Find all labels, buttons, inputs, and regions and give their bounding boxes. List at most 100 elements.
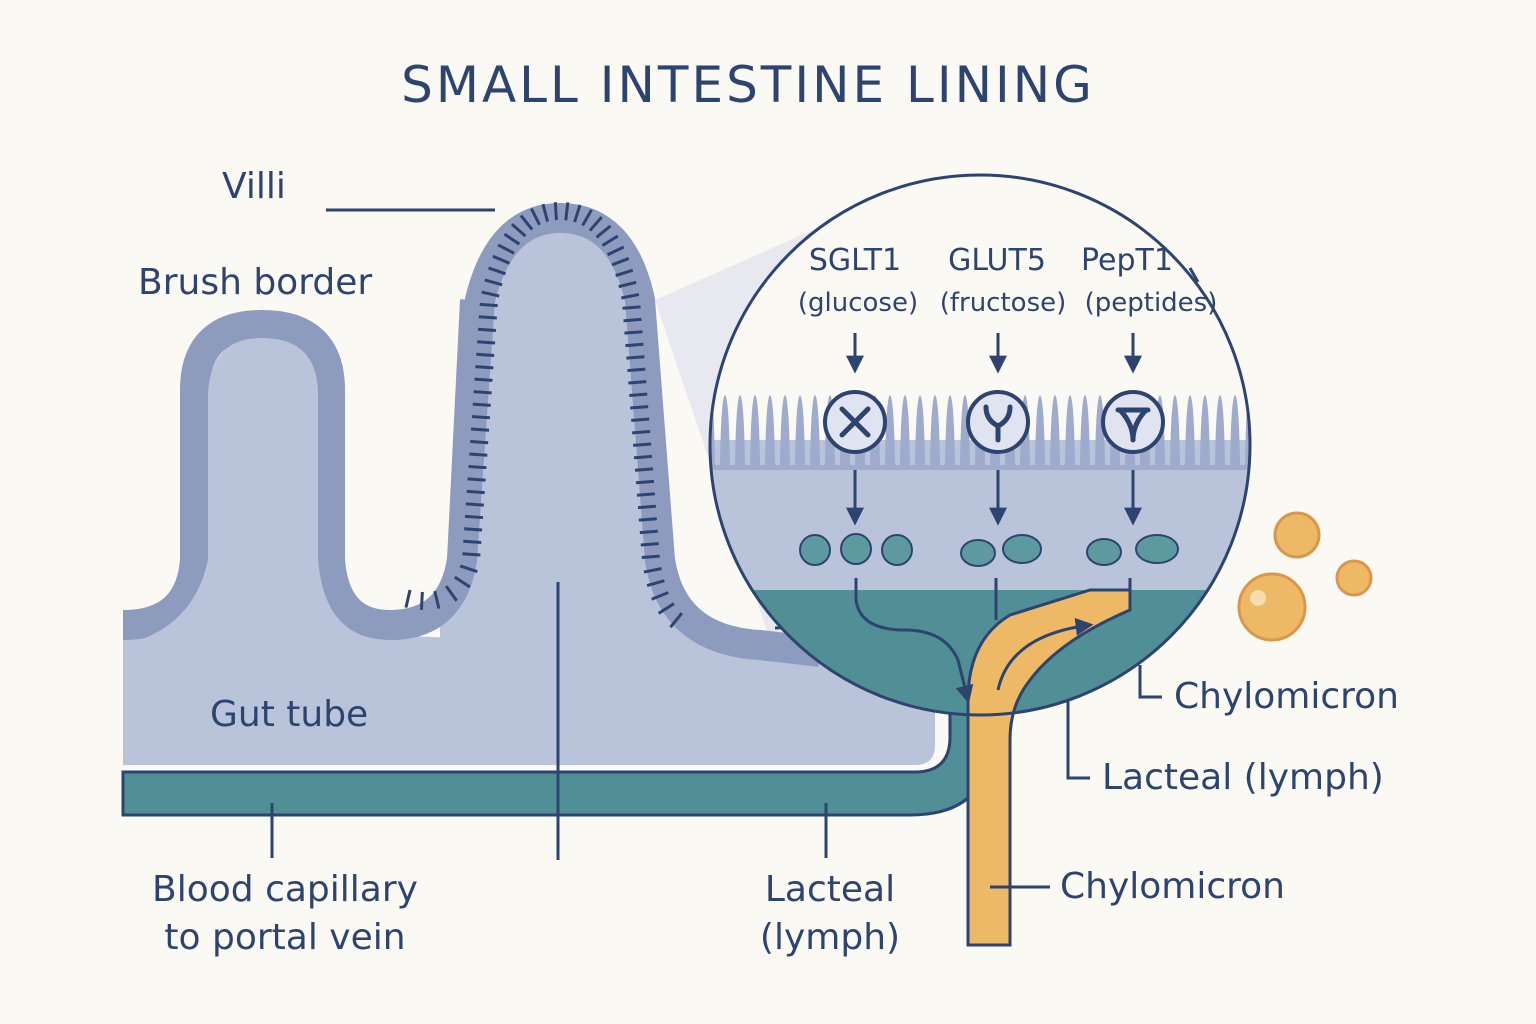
bristle bbox=[468, 464, 487, 470]
page-title: SMALL INTESTINE LINING bbox=[401, 56, 1095, 114]
bristle bbox=[657, 602, 675, 615]
bristle bbox=[564, 202, 570, 221]
transporter-glut5-substrate: (fructose) bbox=[939, 288, 1067, 318]
bristle bbox=[464, 527, 483, 532]
bristle bbox=[640, 542, 659, 547]
bristle bbox=[633, 442, 652, 447]
bristle bbox=[453, 575, 471, 589]
bristle bbox=[541, 203, 550, 222]
bristle bbox=[641, 554, 660, 560]
bristle bbox=[635, 479, 655, 485]
brush-border-bristles bbox=[404, 202, 684, 629]
bristle bbox=[595, 224, 612, 239]
bristle bbox=[404, 589, 412, 608]
transporter-sglt1-symbol bbox=[823, 390, 887, 454]
nutrient-particles bbox=[799, 533, 1179, 567]
bristle bbox=[471, 415, 490, 420]
bristle bbox=[462, 552, 481, 557]
bristle bbox=[478, 315, 497, 320]
label-lacteal-right: Lacteal (lymph) bbox=[1102, 757, 1384, 798]
bristle bbox=[419, 591, 424, 610]
bristle bbox=[463, 539, 482, 545]
transporter-glut5-symbol bbox=[966, 390, 1030, 454]
bristle bbox=[581, 209, 593, 227]
bristle bbox=[634, 467, 654, 472]
bristle bbox=[630, 405, 649, 410]
label-gut-tube: Gut tube bbox=[210, 694, 369, 735]
label-lacteal-bottom: Lacteal (lymph) bbox=[740, 866, 920, 962]
transporter-glut5-name: GLUT5 bbox=[948, 243, 1046, 278]
label-lacteal-bottom-line2: (lymph) bbox=[759, 917, 901, 958]
bristle bbox=[627, 367, 646, 373]
bristle bbox=[646, 579, 665, 587]
bristle bbox=[633, 454, 653, 460]
label-blood-capillary-line2: to portal vein bbox=[164, 917, 406, 958]
bristle bbox=[624, 330, 643, 335]
bristle bbox=[632, 430, 651, 435]
bristle bbox=[636, 492, 656, 497]
bristle bbox=[628, 380, 647, 385]
bristle bbox=[631, 417, 650, 422]
small-villus-core bbox=[140, 338, 400, 700]
label-villi: Villi bbox=[222, 166, 286, 207]
bristle bbox=[484, 278, 503, 287]
bristle bbox=[626, 355, 645, 360]
bristle bbox=[465, 502, 484, 507]
ybar-glyph-icon bbox=[1115, 407, 1151, 443]
transporter-sglt1-name: SGLT1 bbox=[808, 243, 902, 278]
bristle bbox=[470, 440, 489, 445]
bristle bbox=[625, 342, 644, 348]
bristle bbox=[474, 377, 493, 382]
bristle bbox=[473, 390, 492, 395]
bristle bbox=[669, 612, 684, 629]
bristle bbox=[629, 392, 648, 397]
bristle bbox=[620, 293, 640, 300]
tall-villus bbox=[440, 205, 820, 765]
bristle bbox=[510, 223, 527, 238]
bristle bbox=[497, 243, 515, 255]
bristle bbox=[615, 268, 634, 277]
chylomicron-top-pointer bbox=[1138, 665, 1162, 699]
transporter-pept1-symbol bbox=[1101, 390, 1165, 454]
circle-edge-mark bbox=[1188, 267, 1200, 283]
bristle bbox=[487, 266, 506, 276]
bristle bbox=[481, 290, 500, 298]
bristle bbox=[444, 585, 458, 602]
bristle bbox=[479, 302, 498, 308]
transport-arrows bbox=[846, 333, 1142, 526]
bristle bbox=[639, 529, 658, 535]
label-chylomicron-bottom: Chylomicron bbox=[1060, 866, 1285, 907]
bristle bbox=[492, 254, 511, 265]
bristle bbox=[433, 590, 441, 609]
bristle bbox=[643, 567, 662, 574]
bristle bbox=[553, 202, 558, 221]
bristle bbox=[459, 564, 478, 574]
label-lacteal-bottom-line1: Lacteal bbox=[764, 869, 896, 910]
lacteal-arrow-path bbox=[996, 617, 1094, 691]
bristle bbox=[466, 489, 485, 495]
bristle bbox=[476, 352, 495, 357]
bristle bbox=[467, 477, 486, 482]
label-blood-capillary: Blood capillary to portal vein bbox=[140, 866, 430, 962]
bristle bbox=[470, 427, 490, 432]
bristle bbox=[477, 340, 496, 345]
droplet-highlight bbox=[1250, 590, 1266, 606]
bristle bbox=[464, 514, 484, 520]
chylomicron-droplets bbox=[1237, 511, 1373, 642]
bristle bbox=[519, 214, 534, 231]
route-sglt1 bbox=[854, 578, 974, 704]
label-blood-capillary-line1: Blood capillary bbox=[152, 869, 418, 910]
label-chylomicron-top: Chylomicron bbox=[1174, 676, 1399, 717]
transporter-sglt1-substrate: (glucose) bbox=[797, 288, 919, 318]
bristle bbox=[469, 452, 488, 457]
bristle bbox=[651, 591, 669, 601]
bristle bbox=[611, 257, 630, 267]
transporter-pept1-substrate: (peptides) bbox=[1084, 288, 1218, 318]
bristle bbox=[601, 234, 619, 247]
magnifier-outline bbox=[708, 173, 1252, 717]
bristle bbox=[530, 208, 541, 226]
lacteal-right-pointer bbox=[1066, 700, 1090, 780]
bristle bbox=[477, 327, 497, 333]
